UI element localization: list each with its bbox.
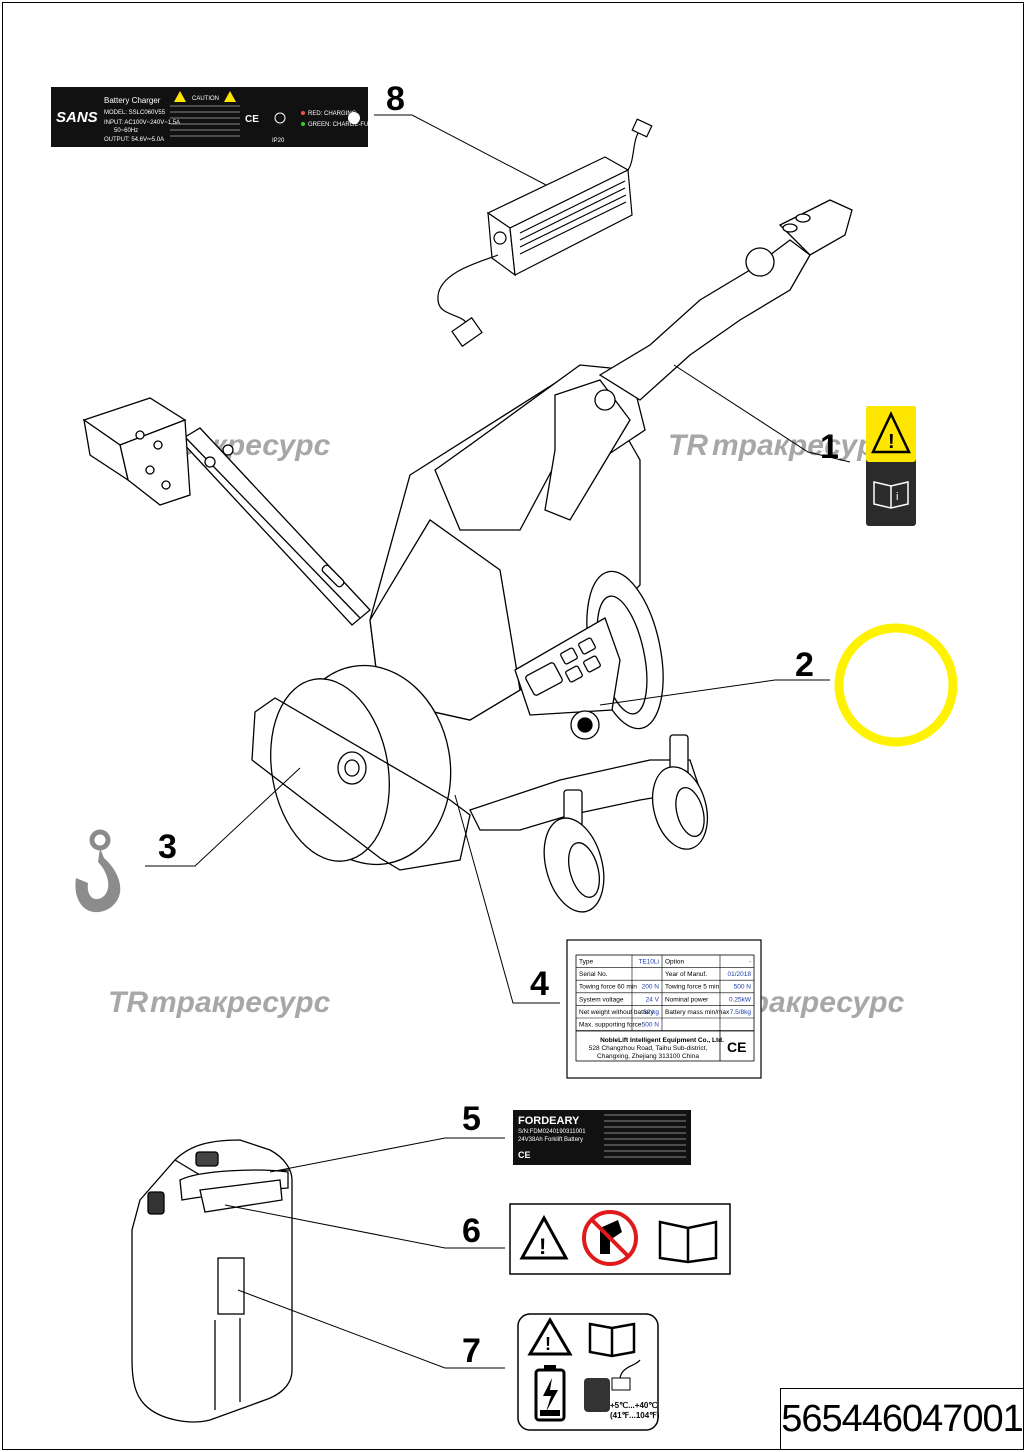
battery-instruction-label: ! +5℃...+40℃ (41℉...104℉): [517, 1313, 660, 1431]
plate-cell: 24 V: [646, 996, 660, 1003]
svg-text:i: i: [896, 491, 898, 503]
watermark-3: TR тракресурс: [108, 986, 331, 1019]
temp-range: +5℃...+40℃: [610, 1401, 657, 1410]
svg-text:!: !: [888, 431, 895, 453]
plate-cell: Serial No.: [579, 971, 608, 978]
charger-freq: 50~60Hz: [114, 128, 138, 134]
plate-cell: 500 N: [734, 984, 752, 991]
plate-cell: Max. supporting force: [579, 1022, 642, 1029]
plate-maker: NobleLift Intelligent Equipment Co., Ltd…: [600, 1037, 724, 1044]
part-number-box: 565446047001: [780, 1388, 1024, 1450]
charger-input: INPUT: AC100V~240V~1.5A: [104, 120, 180, 126]
plate-address-1: 528 Changzhou Road, Taihu Sub-district,: [589, 1045, 708, 1052]
plate-ce: CE: [727, 1039, 746, 1055]
temp-range-f: (41℉...104℉): [610, 1411, 660, 1420]
rating-plate: Type TE10Li Option - Serial No. Year of Manuf…: [566, 939, 762, 1079]
plate-cell: Year of Manuf.: [665, 971, 707, 978]
charger-red-led: RED: CHARGING: [308, 111, 357, 117]
battery-charging-icon: [534, 1365, 566, 1422]
plate-cell: System voltage: [579, 996, 624, 1003]
battery-brand: FORDEARY: [518, 1115, 580, 1127]
plate-cell: 0.25kW: [729, 996, 752, 1003]
battery-serial: S/N:FDM0240190311001: [518, 1129, 586, 1135]
plate-cell: Nominal power: [665, 996, 709, 1003]
plate-cell: Towing force 60 min: [579, 984, 637, 991]
warning-manual-sticker: ! i: [866, 406, 916, 526]
warning-triangle-icon: [224, 91, 236, 102]
manual-book-icon: i: [873, 481, 909, 509]
plate-cell: 01/2018: [728, 971, 752, 978]
svg-text:тракресурс: тракресурс: [712, 429, 893, 462]
plate-cell: 7.5/8kg: [730, 1009, 752, 1016]
plate-cell: Type: [579, 959, 593, 966]
callout-2: 2: [795, 646, 814, 684]
battery-label: FORDEARY S/N:FDM0240190311001 24V38Ah Fo…: [513, 1110, 691, 1165]
callout-8: 8: [386, 80, 405, 118]
watermark-2: TR тракресурс: [668, 429, 893, 462]
plate-cell: Net weight without battery: [579, 1009, 655, 1016]
svg-text:!: !: [539, 1234, 546, 1259]
callout-6: 6: [462, 1212, 481, 1250]
battery-pack: [131, 1139, 293, 1423]
plate-cell: Option: [665, 959, 685, 966]
hook-icon: [75, 829, 121, 913]
warning-triangle-icon: !: [527, 1317, 573, 1356]
svg-text:TR: TR: [668, 429, 708, 462]
callout-3: 3: [158, 828, 177, 866]
plate-cell: Towing force 5 min: [665, 984, 720, 991]
callout-7: 7: [462, 1332, 481, 1370]
charger-output: OUTPUT: 54.6V⎓5.0A: [104, 137, 164, 143]
charger-caution: CAUTION: [192, 96, 219, 102]
plate-cell: 62 kg: [643, 1009, 659, 1016]
charger-green-led: GREEN: CHARGE-FULL: [308, 122, 376, 128]
battery-ce: CE: [518, 1150, 531, 1160]
svg-text:CE: CE: [245, 114, 259, 125]
plate-address-2: Changxing, Zhejiang 313100 China: [597, 1053, 699, 1060]
manual-book-icon: [588, 1322, 636, 1358]
callout-4: 4: [530, 965, 549, 1003]
charger-ip: IP20: [272, 138, 285, 144]
warning-triangle-icon: !: [519, 1214, 569, 1260]
battery-charger: [437, 118, 653, 348]
plate-cell: 500 N: [642, 1022, 660, 1029]
svg-text:!: !: [545, 1334, 551, 1354]
svg-text:тракресурс: тракресурс: [150, 986, 331, 1019]
svg-text:TR: TR: [108, 986, 148, 1019]
warning-triangle-icon: [174, 91, 186, 102]
charger-label: SANS Battery Charger MODEL: SSLC060V55 I…: [51, 87, 376, 147]
electric-tug-machine: [82, 199, 853, 913]
callout-5: 5: [462, 1100, 481, 1138]
charger-temp-icon: +5℃...+40℃ (41℉...104℉): [584, 1359, 660, 1420]
battery-desc: 24V38Ah Forklift Battery: [518, 1137, 583, 1143]
charger-brand: SANS: [56, 109, 98, 126]
plate-cell: -: [749, 959, 751, 966]
warning-triangle-icon: [871, 411, 911, 454]
plate-cell: TE10Li: [638, 959, 659, 966]
manual-book-icon: [658, 1220, 718, 1264]
plate-cell: Battery mass min/max: [665, 1009, 730, 1016]
callout-1: 1: [820, 428, 839, 466]
plate-cell: 200 N: [642, 984, 660, 991]
charger-model: MODEL: SSLC060V55: [104, 110, 166, 116]
yellow-circle-icon: [834, 623, 958, 747]
no-fire-icon: [582, 1210, 638, 1266]
charger-title: Battery Charger: [104, 96, 161, 105]
safety-pictogram-label: !: [509, 1203, 731, 1275]
